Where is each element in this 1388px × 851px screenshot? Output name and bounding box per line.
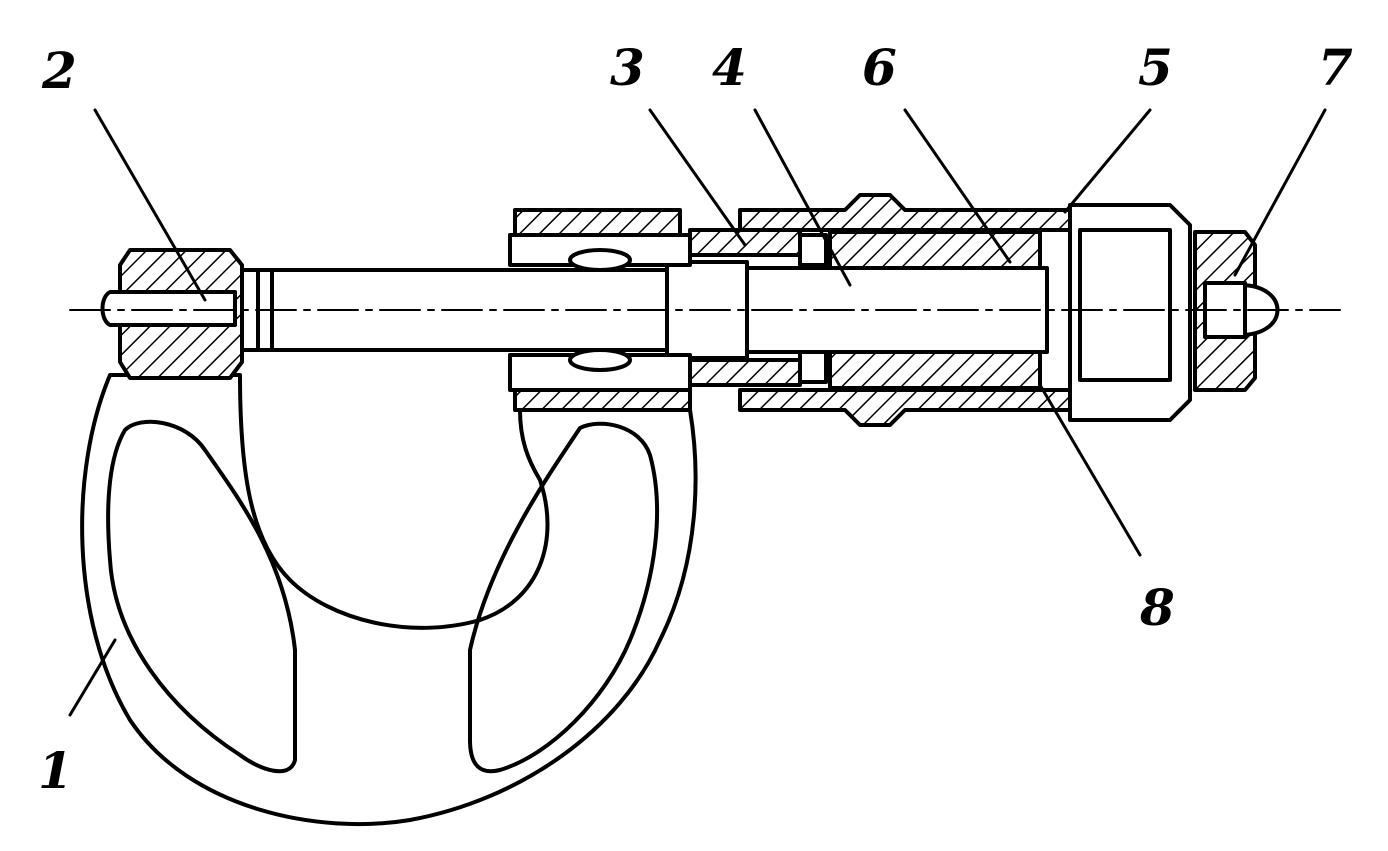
frame — [80, 373, 698, 827]
leader-1 — [68, 638, 117, 717]
label-cap-nut: 8 — [1139, 578, 1175, 637]
leader-8 — [1038, 383, 1142, 557]
leader-2 — [93, 108, 207, 302]
label-stem: 3 — [610, 38, 645, 97]
label-screw: 4 — [712, 38, 747, 97]
anvil-head — [100, 248, 244, 380]
label-nut: 6 — [862, 38, 897, 97]
leader-5 — [1063, 108, 1152, 214]
leader-6 — [903, 108, 1012, 264]
leader-7 — [1233, 108, 1327, 277]
ratchet-housing — [1068, 203, 1280, 422]
stem — [508, 208, 692, 412]
label-anvil: 2 — [41, 41, 77, 100]
leader-4 — [753, 108, 852, 287]
label-thimble: 5 — [1138, 38, 1173, 97]
label-frame: 1 — [38, 741, 73, 800]
label-ratchet: 7 — [1318, 38, 1353, 97]
leader-3 — [648, 108, 747, 247]
thimble — [738, 193, 1122, 427]
